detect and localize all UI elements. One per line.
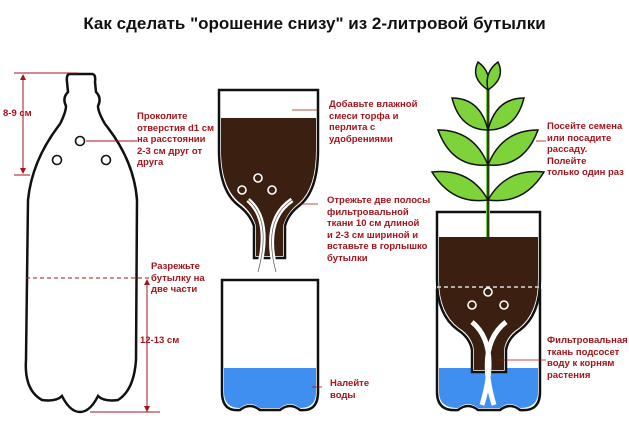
soil-note: Добавьте влажной смеси торфа и перлита с… [329, 99, 418, 145]
bottle-outline [24, 72, 139, 414]
wick [470, 320, 508, 406]
neck-measure-label: 8-9 см [3, 108, 32, 119]
plant-note: Посейте семена или посадите рассаду. Пол… [547, 121, 624, 178]
wick-result-note: Фильтровальная ткань подсосет воду к кор… [547, 335, 628, 381]
measure-lines [14, 72, 160, 413]
soil [439, 237, 538, 370]
hole [74, 135, 86, 147]
page-title: Как сделать "орошение снизу" из 2-литров… [83, 14, 546, 33]
hole [51, 154, 63, 166]
water-note: Налейте воды [330, 378, 370, 401]
hole [483, 287, 493, 297]
water [224, 368, 316, 408]
leader-lines [498, 140, 546, 361]
hole [100, 154, 112, 166]
hole [267, 185, 277, 195]
hole [253, 173, 263, 183]
wick-note: Отрежьте две полосы фильтровальной ткани… [327, 195, 431, 264]
cut-note: Разрежьте бутылку на две части [151, 261, 205, 295]
holes-note: Проколите отверстия d1 см на расстоянии … [137, 111, 215, 168]
leader-lines [292, 109, 322, 388]
hole [499, 300, 509, 310]
plant [430, 60, 546, 237]
hole [237, 185, 247, 195]
hole [467, 300, 477, 310]
bottom-measure-label: 12-13 см [140, 335, 180, 346]
